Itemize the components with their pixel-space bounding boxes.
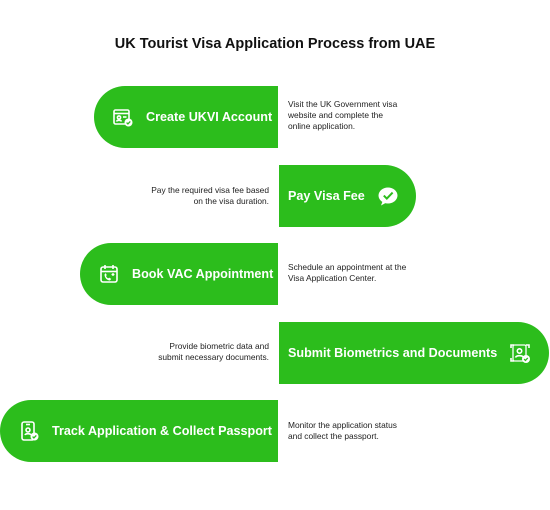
phone-tracking-icon <box>18 420 40 442</box>
step-create-ukvi-account: Create UKVI Account <box>94 86 278 148</box>
page-title: UK Tourist Visa Application Process from… <box>114 36 436 52</box>
step-description: Visit the UK Government visa website and… <box>288 99 398 131</box>
step-label: Pay Visa Fee <box>288 189 365 203</box>
step-label: Book VAC Appointment <box>132 267 274 281</box>
step-label: Submit Biometrics and Documents <box>288 346 498 360</box>
step-submit-biometrics: Submit Biometrics and Documents <box>279 322 549 384</box>
biometric-scan-icon <box>509 342 531 364</box>
payment-check-icon <box>377 185 399 207</box>
step-description: Provide biometric data and submit necess… <box>158 341 269 362</box>
step-label: Create UKVI Account <box>146 110 273 124</box>
step-description: Schedule an appointment at the Visa Appl… <box>288 262 407 283</box>
step-description: Pay the required visa fee based on the v… <box>151 185 269 206</box>
step-track-application: Track Application & Collect Passport <box>0 400 278 462</box>
step-pay-visa-fee: Pay Visa Fee <box>279 165 416 227</box>
step-description: Monitor the application status and colle… <box>288 420 397 441</box>
account-form-icon <box>112 106 134 128</box>
calendar-phone-icon <box>98 263 120 285</box>
step-book-vac-appointment: Book VAC Appointment <box>80 243 278 305</box>
step-label: Track Application & Collect Passport <box>52 424 272 438</box>
